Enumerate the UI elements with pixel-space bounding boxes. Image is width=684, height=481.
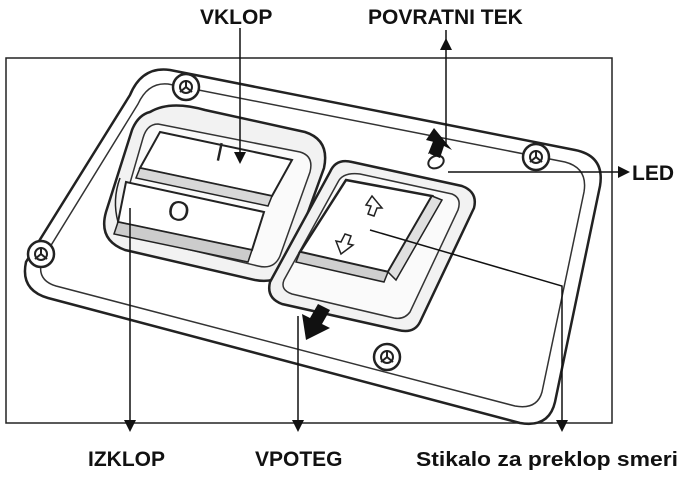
screw-icon <box>171 72 201 102</box>
direction-switch <box>268 159 476 333</box>
screw-icon <box>521 142 551 172</box>
leader-lines <box>129 28 624 420</box>
power-switch <box>102 104 327 283</box>
screw-icon <box>26 239 56 269</box>
led-indicator <box>427 154 445 170</box>
label-direction-switch: Stikalo za preklop smeri <box>416 449 678 471</box>
label-on: VKLOP <box>200 6 272 29</box>
label-led: LED <box>632 162 674 185</box>
screw-icon <box>372 342 402 372</box>
arrow-down-icon <box>334 233 355 256</box>
reverse-arrow-icon <box>426 128 452 158</box>
diagram-frame <box>5 57 613 424</box>
leader-arrowheads <box>124 38 630 432</box>
arrow-up-icon <box>364 194 384 217</box>
plate-inner-edge <box>39 83 586 408</box>
label-reverse: POVRATNI TEK <box>368 6 523 29</box>
label-pull: VPOTEG <box>255 448 343 471</box>
label-off: IZKLOP <box>88 448 165 471</box>
pull-arrow-icon <box>302 304 330 340</box>
